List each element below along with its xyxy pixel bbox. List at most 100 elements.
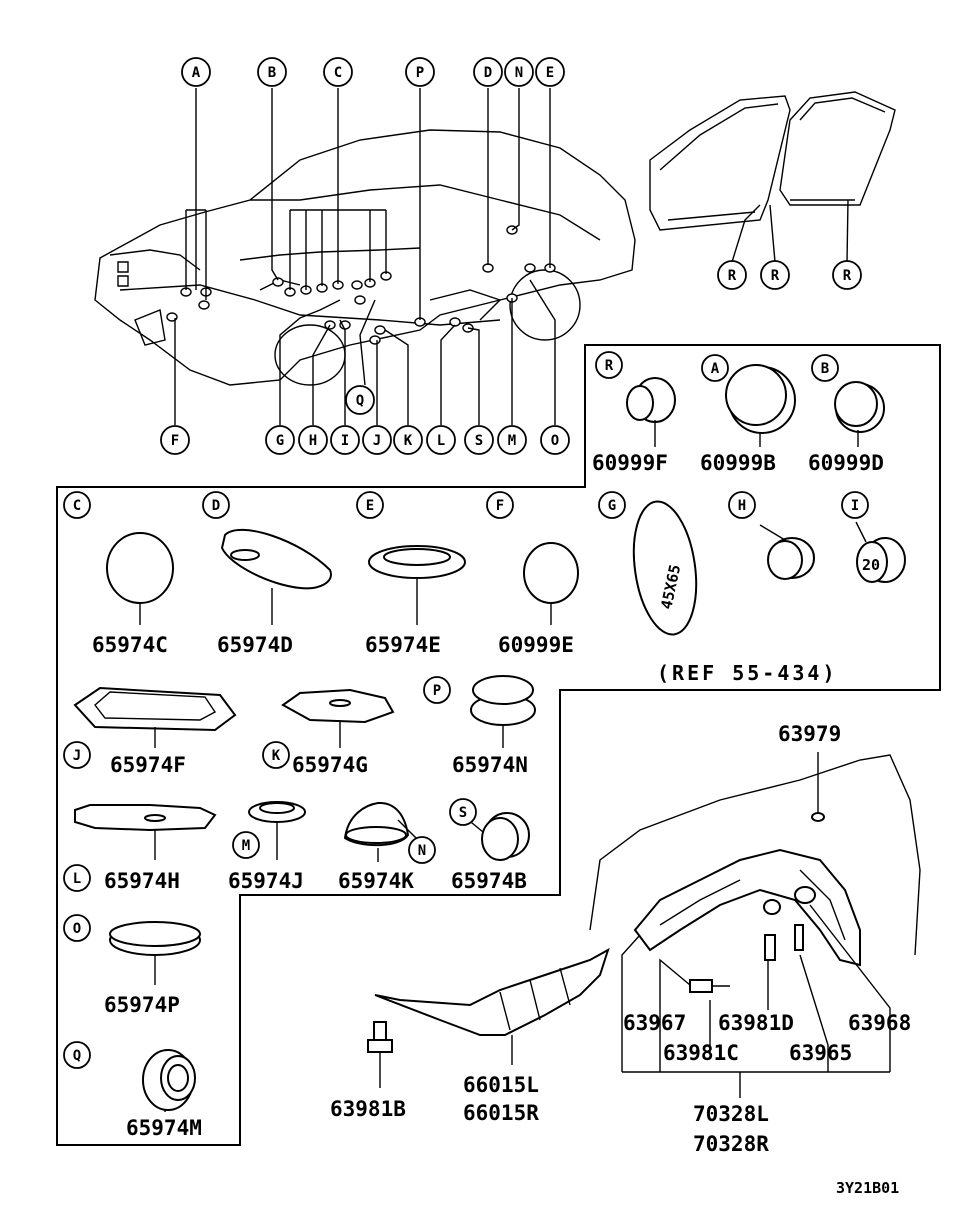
part-number: 65974H xyxy=(104,869,180,893)
callout-letter: P xyxy=(433,683,441,699)
car-hole-dot xyxy=(449,317,461,327)
plug-p-drawing xyxy=(470,675,536,748)
callout-circle xyxy=(841,491,869,519)
part-number: 60999E xyxy=(498,633,574,657)
part-callout-g: G xyxy=(598,491,626,519)
callout-f: F xyxy=(160,425,190,455)
callout-letter: I xyxy=(341,433,349,449)
part-entry-r: R 60999F xyxy=(592,351,668,475)
splash-shield-number-right: 66015R xyxy=(463,1101,539,1125)
plug-n-drawing xyxy=(343,801,419,862)
callout-j: J xyxy=(362,425,392,455)
part-callout-k: K xyxy=(262,741,290,769)
callout-circle xyxy=(486,491,514,519)
part-callout-h: H xyxy=(728,491,756,519)
part-number: 60999F xyxy=(592,451,668,475)
part-number: 65974B xyxy=(451,869,527,893)
part-callout-s: S xyxy=(449,798,477,826)
callout-letter: C xyxy=(334,65,342,81)
callout-circle xyxy=(181,57,211,87)
callout-letter: F xyxy=(171,433,179,449)
plug-a-drawing xyxy=(725,364,796,447)
part-entry-f: F 60999E xyxy=(486,491,574,657)
car-hole-dot xyxy=(524,263,536,273)
part-callout-l: L xyxy=(63,864,91,892)
part-number: 65974F xyxy=(110,753,186,777)
callout-circle xyxy=(473,57,503,87)
callout-circle xyxy=(345,385,375,415)
plug-g-drawing xyxy=(632,500,698,636)
part-callout-f: F xyxy=(486,491,514,519)
callout-circle xyxy=(362,425,392,455)
panel-borders xyxy=(56,344,941,1146)
callout-circle xyxy=(540,425,570,455)
callout-letter: L xyxy=(437,433,445,449)
plug-d-drawing xyxy=(220,528,332,625)
part-entry-l: L 65974H xyxy=(63,864,180,893)
callout-circle xyxy=(257,57,287,87)
plug-h-drawing xyxy=(759,524,815,580)
callout-letter: Q xyxy=(73,1048,81,1064)
callout-letter: S xyxy=(459,805,467,821)
callout-letter: R xyxy=(605,358,614,374)
part-number: 60999D xyxy=(808,451,884,475)
part-entry-h: H xyxy=(728,491,756,519)
callout-letter: R xyxy=(728,268,737,284)
part-callout-m: M xyxy=(232,831,260,859)
callout-letter: N xyxy=(515,65,523,81)
part-callout-q: Q xyxy=(63,1041,91,1069)
callout-letter: C xyxy=(73,498,81,514)
callout-h: H xyxy=(298,425,328,455)
part-number: 65974E xyxy=(365,633,441,657)
callout-circle xyxy=(497,425,527,455)
plug-j-drawing xyxy=(73,686,237,748)
part-number: 65974G xyxy=(292,753,368,777)
callout-d: D xyxy=(473,57,503,87)
part-entry-s: S 65974B xyxy=(449,798,527,893)
car-hole-dot xyxy=(374,325,386,335)
part-number: 65974P xyxy=(104,993,180,1017)
underbody-illustrations xyxy=(367,752,921,1098)
part-number: 65974K xyxy=(338,869,414,893)
callout-circle xyxy=(298,425,328,455)
callout-circle xyxy=(449,798,477,826)
callout-circle xyxy=(717,260,747,290)
callout-circle xyxy=(323,57,353,87)
bolt-number: 63981B xyxy=(330,1097,406,1121)
callout-circle xyxy=(832,260,862,290)
part-number: 60999B xyxy=(700,451,776,475)
callout-r: R xyxy=(717,260,747,290)
liner-part-63968: 63968 xyxy=(848,1011,911,1035)
callout-circle xyxy=(63,914,91,942)
plug-l-drawing xyxy=(74,804,217,860)
callout-letter: F xyxy=(496,498,504,514)
callout-letter: P xyxy=(416,65,424,81)
callout-circle xyxy=(728,491,756,519)
callout-circle xyxy=(464,425,494,455)
callout-letter: G xyxy=(276,433,284,449)
callout-a: A xyxy=(181,57,211,87)
liner-number-right: 70328R xyxy=(693,1132,769,1156)
callout-circle xyxy=(760,260,790,290)
part-entry-g: G xyxy=(598,491,626,519)
callout-letter: N xyxy=(418,843,426,859)
car-hole-dot xyxy=(369,335,381,345)
callout-circle xyxy=(426,425,456,455)
plug-o-drawing xyxy=(109,921,201,985)
plug-i-size-text: 20 xyxy=(862,556,880,574)
callout-letter: E xyxy=(546,65,554,81)
callout-circle xyxy=(595,351,623,379)
callout-circle xyxy=(63,741,91,769)
liner-part-63981c: 63981C xyxy=(663,1041,739,1065)
callout-l: L xyxy=(426,425,456,455)
callout-circle xyxy=(63,491,91,519)
callout-letter: B xyxy=(268,65,276,81)
callout-circle xyxy=(63,1041,91,1069)
